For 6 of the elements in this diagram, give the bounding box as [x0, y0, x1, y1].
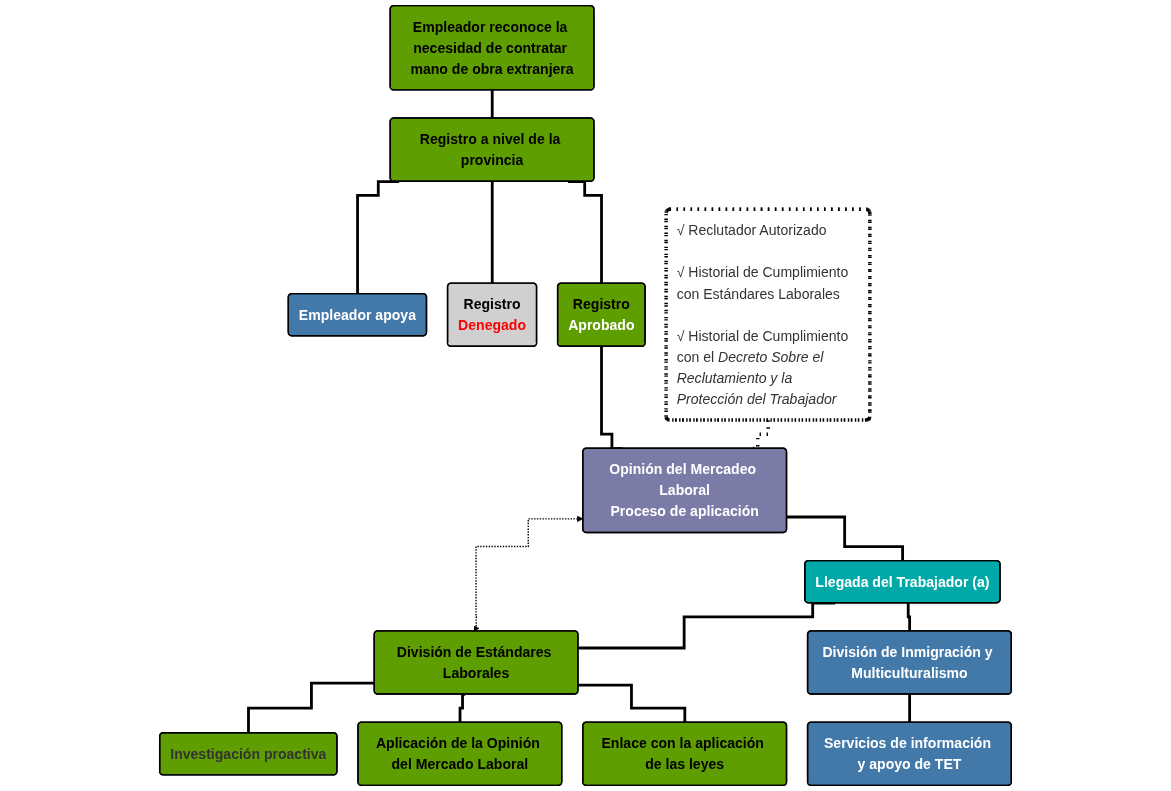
connector	[458, 693, 466, 724]
connector	[578, 601, 836, 650]
connector	[490, 88, 494, 120]
connector	[908, 693, 912, 724]
connector	[490, 180, 494, 285]
connector	[578, 683, 687, 724]
